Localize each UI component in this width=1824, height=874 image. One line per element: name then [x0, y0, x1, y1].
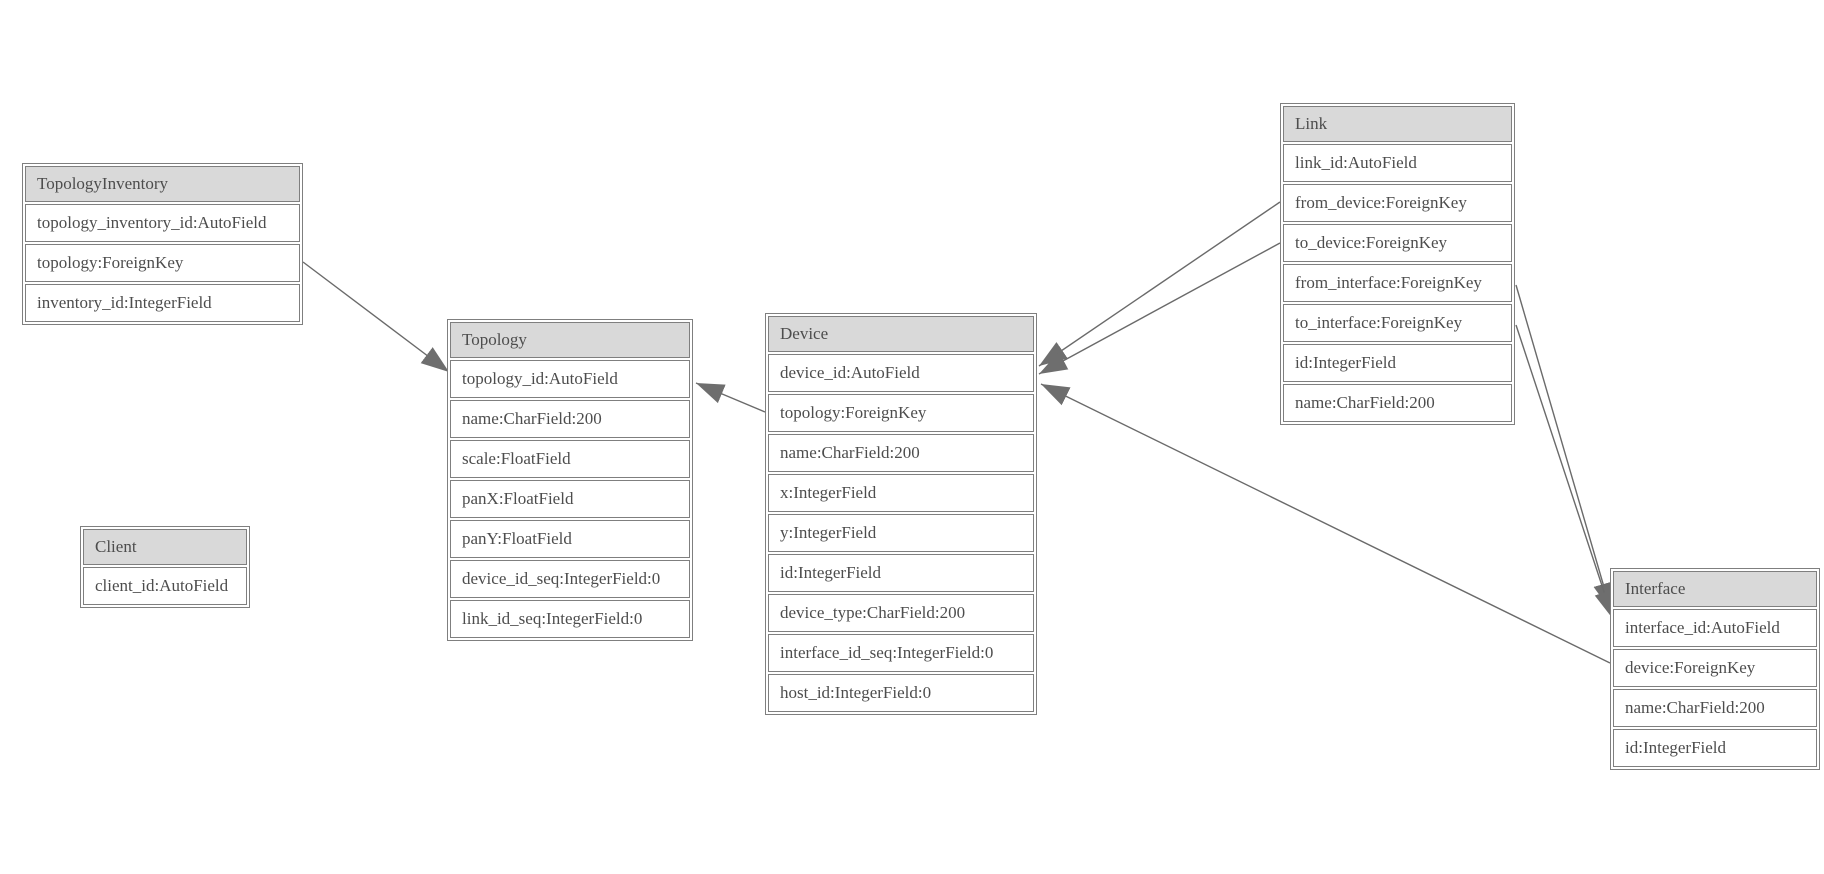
- table-row: link_id_seq:IntegerField:0: [450, 600, 690, 638]
- table-row: device_id:AutoField: [768, 354, 1034, 392]
- edge-topologyinventory-topology: [302, 261, 450, 373]
- table-row: panX:FloatField: [450, 480, 690, 518]
- entity-table-title: Interface: [1613, 571, 1817, 607]
- table-row: y:IntegerField: [768, 514, 1034, 552]
- entity-table-topology-inventory: TopologyInventory topology_inventory_id:…: [22, 163, 303, 325]
- table-row: name:CharField:200: [450, 400, 690, 438]
- table-row: from_device:ForeignKey: [1283, 184, 1512, 222]
- table-row: topology_inventory_id:AutoField: [25, 204, 300, 242]
- table-row: to_interface:ForeignKey: [1283, 304, 1512, 342]
- table-row: name:CharField:200: [1613, 689, 1817, 727]
- entity-table-title: Client: [83, 529, 247, 565]
- edge-device-topology: [695, 382, 766, 413]
- edge-link-to-interface: [1515, 324, 1614, 620]
- edge-interface-device: [1040, 383, 1611, 664]
- entity-table-title: Topology: [450, 322, 690, 358]
- edge-link-from-interface: [1515, 284, 1613, 612]
- table-row: topology:ForeignKey: [25, 244, 300, 282]
- entity-table-title: Device: [768, 316, 1034, 352]
- table-row: topology:ForeignKey: [768, 394, 1034, 432]
- table-row: from_interface:ForeignKey: [1283, 264, 1512, 302]
- table-row: x:IntegerField: [768, 474, 1034, 512]
- entity-table-title: TopologyInventory: [25, 166, 300, 202]
- table-row: link_id:AutoField: [1283, 144, 1512, 182]
- table-row: scale:FloatField: [450, 440, 690, 478]
- table-row: id:IntegerField: [1613, 729, 1817, 767]
- table-row: inventory_id:IntegerField: [25, 284, 300, 322]
- table-row: device:ForeignKey: [1613, 649, 1817, 687]
- edge-link-to-device: [1038, 242, 1281, 375]
- table-row: id:IntegerField: [1283, 344, 1512, 382]
- entity-table-client: Client client_id:AutoField: [80, 526, 250, 608]
- table-row: interface_id:AutoField: [1613, 609, 1817, 647]
- table-row: device_type:CharField:200: [768, 594, 1034, 632]
- table-row: host_id:IntegerField:0: [768, 674, 1034, 712]
- table-row: device_id_seq:IntegerField:0: [450, 560, 690, 598]
- edge-link-from-device: [1038, 201, 1281, 367]
- table-row: name:CharField:200: [768, 434, 1034, 472]
- table-row: panY:FloatField: [450, 520, 690, 558]
- table-row: name:CharField:200: [1283, 384, 1512, 422]
- table-row: client_id:AutoField: [83, 567, 247, 605]
- table-row: id:IntegerField: [768, 554, 1034, 592]
- entity-table-title: Link: [1283, 106, 1512, 142]
- table-row: to_device:ForeignKey: [1283, 224, 1512, 262]
- table-row: interface_id_seq:IntegerField:0: [768, 634, 1034, 672]
- table-row: topology_id:AutoField: [450, 360, 690, 398]
